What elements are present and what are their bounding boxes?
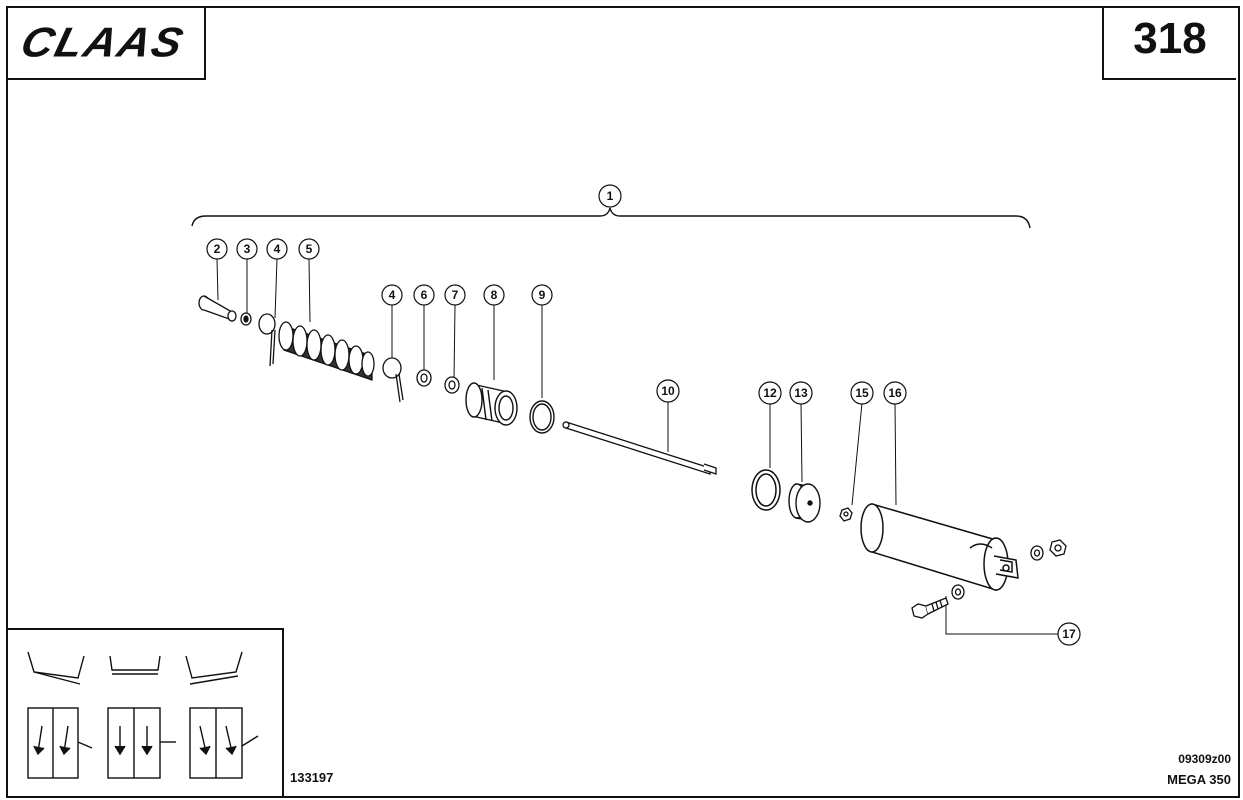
orientation-inset	[8, 628, 284, 796]
callout-17: 17	[1057, 622, 1081, 646]
callout-8: 8	[483, 284, 505, 306]
callout-15: 15	[850, 381, 874, 405]
assembly-bracket	[191, 207, 1031, 229]
callout-6: 6	[413, 284, 435, 306]
svg-text:15: 15	[855, 386, 869, 400]
callout-5: 5	[298, 238, 320, 260]
part-washer-small	[240, 312, 252, 326]
callout-4: 4	[266, 238, 288, 260]
page-frame	[6, 6, 1240, 798]
svg-text:4: 4	[389, 288, 396, 302]
page-number: 318	[1133, 14, 1207, 63]
callout-4b: 4	[381, 284, 403, 306]
callout-16: 16	[883, 381, 907, 405]
callout-10: 10	[656, 379, 680, 403]
part-washer-nut-right	[1030, 539, 1067, 561]
part-washer	[416, 369, 432, 387]
part-guide-bushing	[465, 382, 518, 426]
callout-13: 13	[789, 381, 813, 405]
part-ring-with-cotter-2	[382, 357, 404, 403]
drawing-reference: 133197	[290, 770, 334, 785]
part-o-ring	[529, 400, 555, 434]
callout-9: 9	[531, 284, 553, 306]
part-bellows	[278, 321, 375, 381]
header-divider-left	[8, 78, 204, 80]
svg-text:17: 17	[1062, 627, 1076, 641]
direction-icon-3	[189, 707, 259, 779]
part-bolt	[911, 584, 965, 619]
part-circlip	[444, 376, 460, 394]
svg-text:7: 7	[452, 288, 459, 302]
direction-icon-2	[107, 707, 176, 779]
part-pin	[198, 295, 237, 322]
svg-text:5: 5	[306, 242, 313, 256]
callout-markers: 1 2 3 4 5 4 6 7 8 9 10 12 13 15 16 17	[206, 184, 1081, 646]
direction-icon-1	[27, 707, 93, 779]
part-seal-ring	[751, 469, 781, 511]
part-piston	[788, 483, 821, 523]
part-ring-with-cotter	[258, 313, 276, 367]
svg-text:1: 1	[607, 189, 614, 203]
svg-text:16: 16	[888, 386, 902, 400]
part-cylinder	[860, 503, 1019, 592]
svg-text:13: 13	[794, 386, 808, 400]
svg-text:4: 4	[274, 242, 281, 256]
machine-model: MEGA 350	[1167, 772, 1231, 787]
svg-text:6: 6	[421, 288, 428, 302]
mount-icon-3	[185, 651, 243, 685]
callout-7: 7	[444, 284, 466, 306]
leader-lines	[216, 258, 1058, 635]
part-nut	[839, 507, 853, 522]
callout-2: 2	[206, 238, 228, 260]
mount-icon-1	[27, 651, 85, 685]
callout-12: 12	[758, 381, 782, 405]
document-code: 09309z00	[1178, 752, 1231, 766]
header-divider-right	[1102, 78, 1236, 80]
header-divider-right-vertical	[1102, 8, 1104, 80]
header-divider-left-vertical	[204, 8, 206, 80]
mount-icon-2	[109, 655, 161, 675]
svg-text:10: 10	[661, 384, 675, 398]
svg-text:12: 12	[763, 386, 777, 400]
callout-3: 3	[236, 238, 258, 260]
svg-text:2: 2	[214, 242, 221, 256]
svg-text:3: 3	[244, 242, 251, 256]
part-piston-rod	[562, 421, 717, 475]
callout-1: 1	[598, 184, 622, 208]
svg-text:9: 9	[539, 288, 546, 302]
orientation-inset-icons	[27, 651, 259, 779]
svg-text:8: 8	[491, 288, 498, 302]
